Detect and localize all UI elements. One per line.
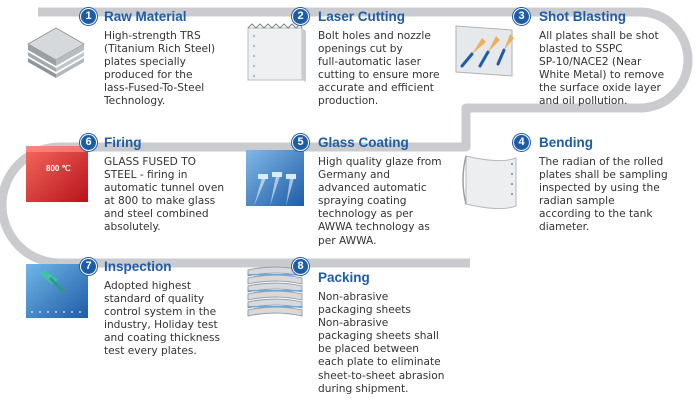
rolled-plate-icon	[462, 155, 517, 210]
step-3-title: Shot Blasting	[539, 9, 626, 24]
spray-coating-icon	[246, 150, 304, 206]
laser-cut-plate-icon	[247, 23, 306, 82]
step-8-badge: 8	[292, 258, 309, 275]
step-7-title: Inspection	[104, 259, 172, 274]
step-6-title: Firing	[104, 135, 142, 150]
steel-plates-stack-icon	[27, 27, 85, 78]
step-6-badge: 6	[80, 134, 97, 151]
step-2-title: Laser Cutting	[318, 9, 406, 24]
step-5-title: Glass Coating	[318, 135, 409, 150]
step-5-badge: 5	[292, 134, 309, 151]
firing-temperature-label: 800 ℃	[46, 164, 71, 173]
step-1-description: High-strength TRS(Titanium Rich Steel)pl…	[104, 30, 216, 108]
firing-oven-icon: 800 ℃	[26, 146, 88, 202]
step-2-badge: 2	[292, 8, 309, 25]
step-1-title: Raw Material	[104, 9, 187, 24]
step-4-badge: 4	[513, 134, 530, 151]
step-8-title: Packing	[318, 270, 370, 285]
step-4-title: Bending	[539, 135, 593, 150]
packed-plates-icon	[247, 266, 303, 317]
inspection-probe-icon	[26, 264, 88, 318]
step-7-badge: 7	[80, 258, 97, 275]
step-3-badge: 3	[513, 8, 530, 25]
shot-blast-nozzles-icon	[455, 25, 514, 77]
step-1-badge: 1	[80, 8, 97, 25]
